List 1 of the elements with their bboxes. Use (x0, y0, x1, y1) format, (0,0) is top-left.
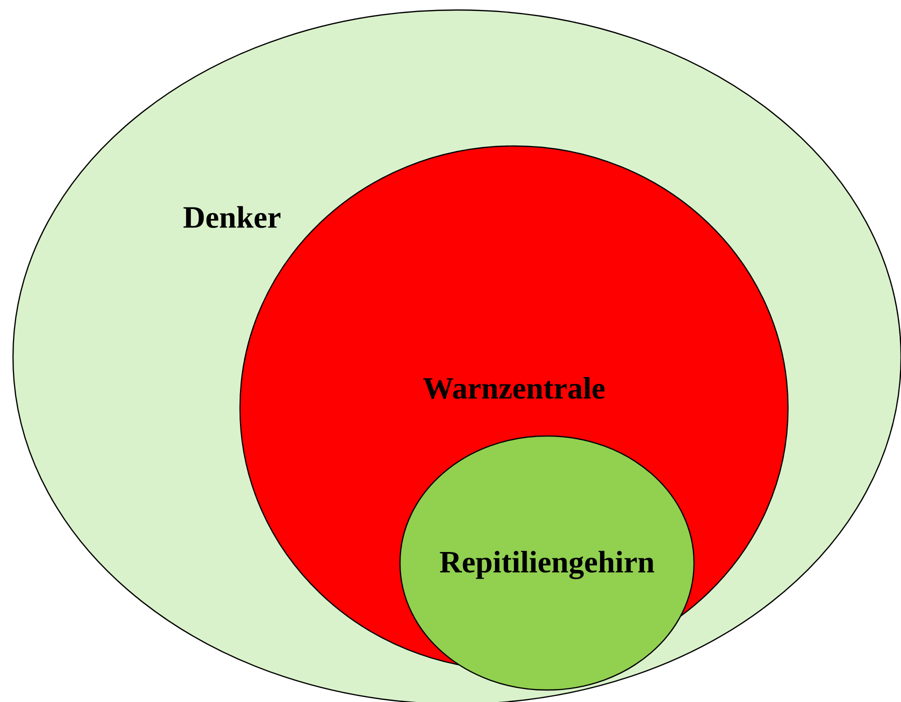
ellipse-region: Repitiliengehirn (399, 435, 695, 691)
